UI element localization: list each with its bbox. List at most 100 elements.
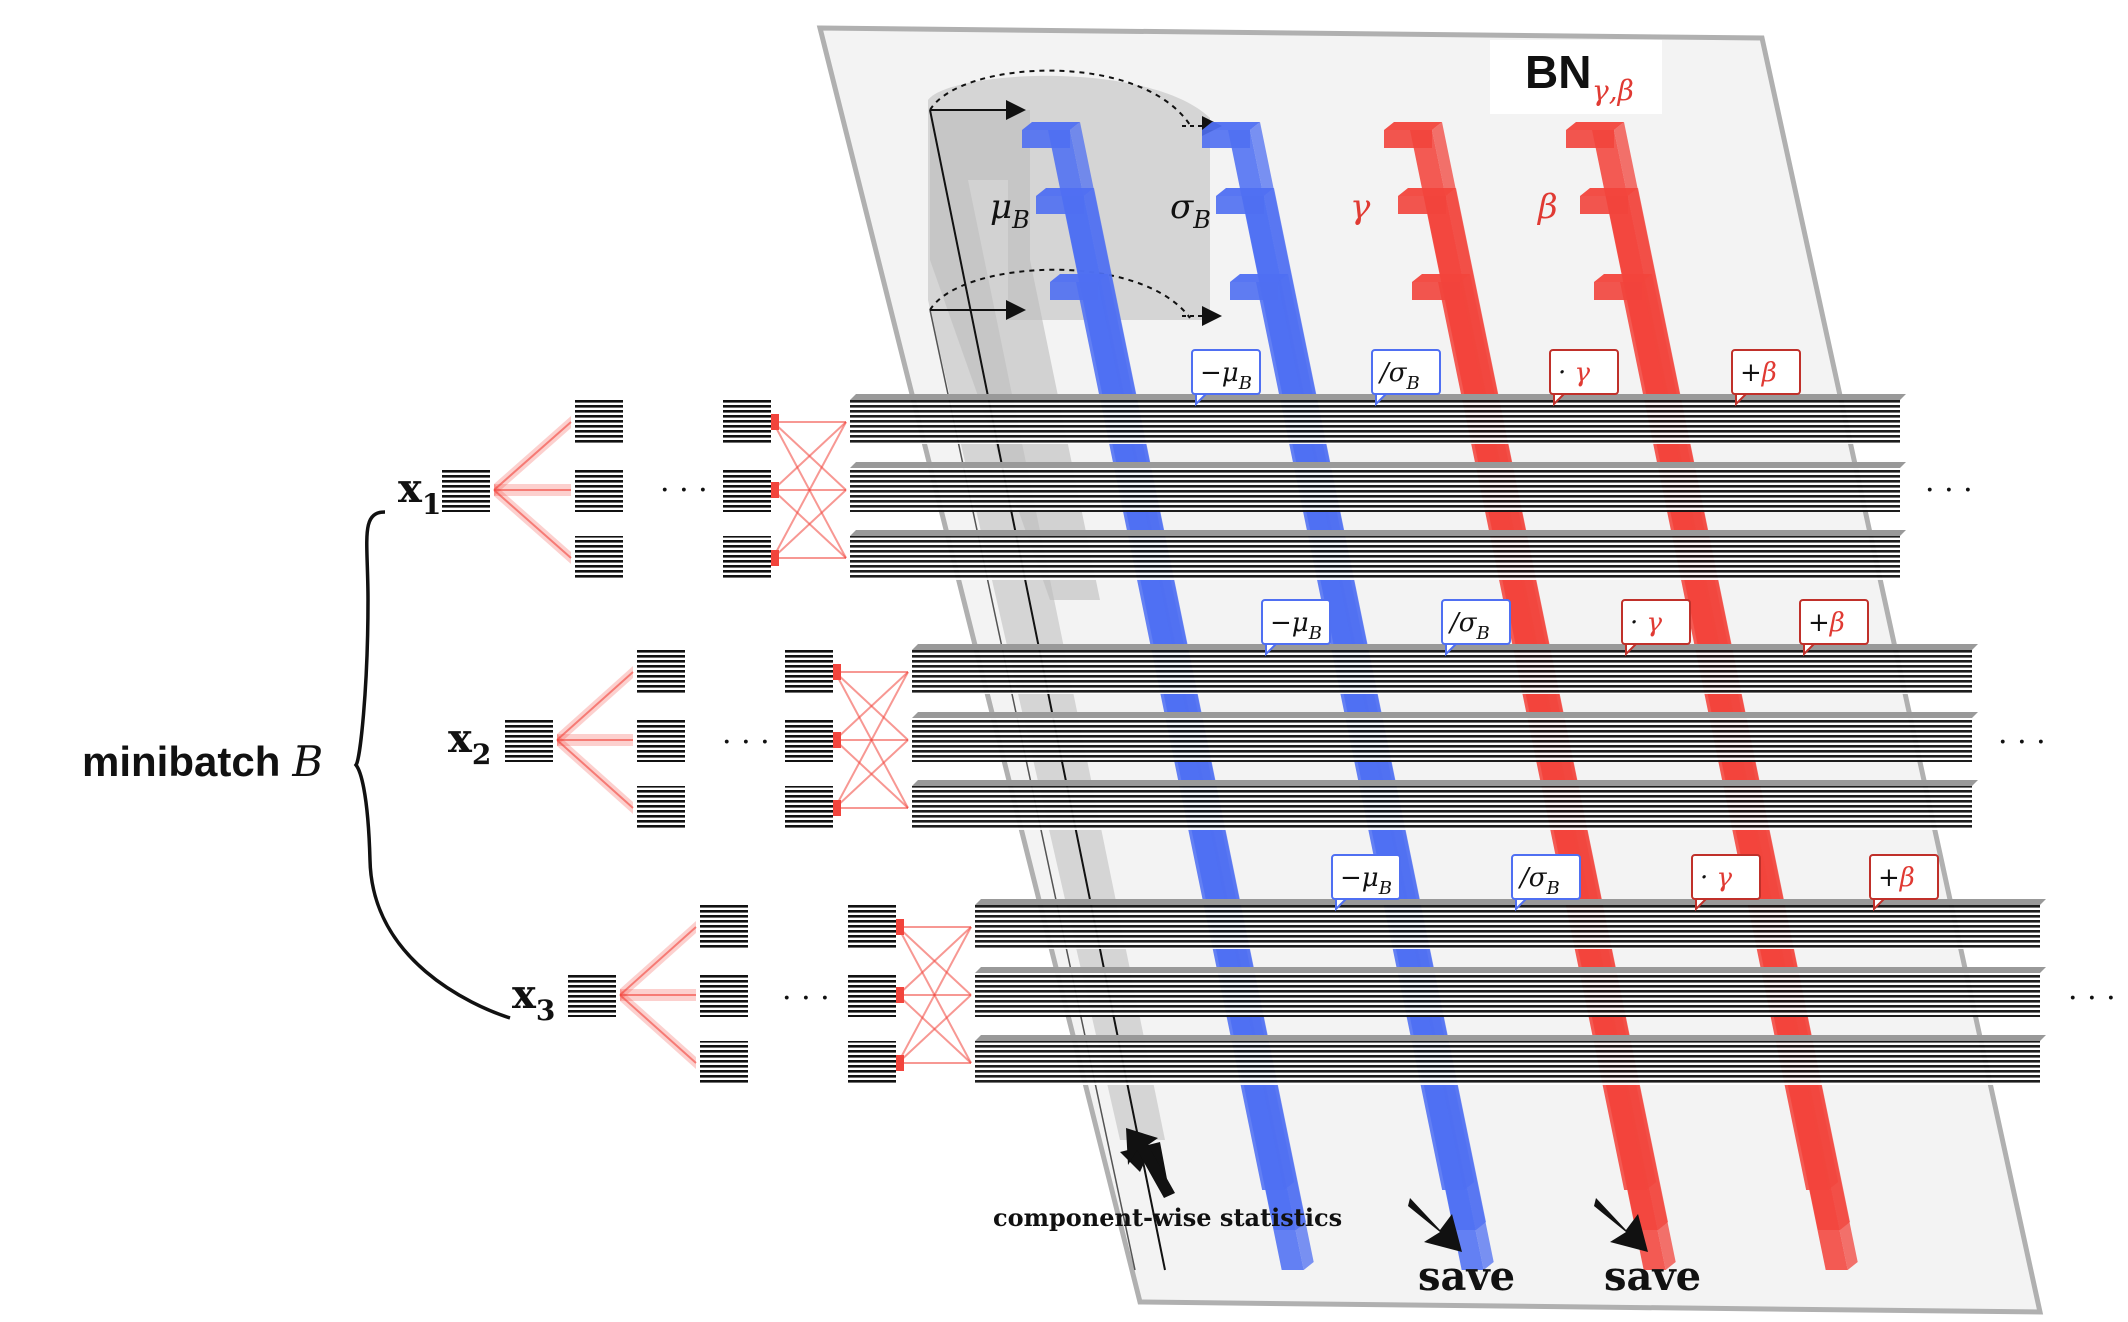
op-div-sigma-pointer-2 [1445, 643, 1459, 657]
x1-node-2 [771, 482, 779, 498]
op-times-gamma-box-3 [1691, 854, 1761, 900]
x3-fan-cone-2 [620, 989, 696, 1001]
op-plus-beta-box-3 [1869, 854, 1939, 900]
op-plus-beta-pointer-1 [1735, 393, 1749, 407]
op-plus-beta-pointer-2 [1803, 643, 1817, 657]
op-plus-beta-text-1: +β [1740, 358, 1777, 388]
x2-feature-bar-2-top [912, 712, 1978, 718]
op-minus-mu-box-1 [1191, 349, 1261, 395]
x3-fan-edge-3 [619, 994, 697, 1064]
x1-feature-bar-2 [850, 468, 1900, 512]
label-mu: μB [990, 187, 1030, 234]
ellipsis-row1-end: · · · [1925, 473, 1973, 508]
dotted-arc-bottom [929, 268, 1191, 319]
label-gamma: γ [1350, 187, 1371, 227]
op-minus-mu-pointer-1 [1195, 393, 1209, 407]
x2-fan-edge-1 [556, 671, 634, 741]
x1-node-1 [771, 414, 779, 430]
x2-node-1 [833, 664, 841, 680]
mu-bar-2-tab [1036, 196, 1084, 214]
x3-feature-bar-1-top [975, 899, 2046, 905]
x1-node-3 [771, 550, 779, 566]
op-times-gamma-pointer-1 [1553, 393, 1567, 407]
x3-feature-bar-3 [975, 1041, 2040, 1085]
x2-feature-bar-3-top [912, 780, 1978, 786]
x3-dense-edge-3-2 [897, 994, 972, 1064]
sigma-bar-2-tab [1216, 196, 1264, 214]
beta-bar-3-cap [1594, 274, 1652, 282]
x3-layer2-block-3 [848, 1041, 896, 1085]
op-labels: −μB/σB· γ+β−μB/σB· γ+β−μB/σB· γ+β [1191, 349, 1939, 912]
op-minus-mu-pointer-2 [1265, 643, 1279, 657]
x3-feature-bar-2-top [975, 967, 2046, 973]
x3-feature-bar-3-top [975, 1035, 2046, 1041]
x1-layer1-block-2 [575, 468, 623, 512]
x3-layer1-block-2 [700, 973, 748, 1017]
bn-title-subscript: γ,β [1592, 74, 1634, 107]
gamma-bar-1-cap [1384, 122, 1442, 130]
x1-feature-bar-3-top [850, 530, 1906, 536]
x1-layer2-block-2 [723, 468, 771, 512]
sigma-bar-3-cap [1230, 274, 1288, 282]
x2-fan-cone-1 [557, 666, 633, 746]
gamma-bar-3-cap [1412, 274, 1470, 282]
x1-fan-cone-1 [494, 416, 571, 496]
save-arrow-icon-2 [1594, 1198, 1648, 1252]
op-times-gamma-text-1: · γ [1558, 358, 1591, 388]
sigma-bar-1-tab [1202, 130, 1250, 148]
sigma-bar-3-tab [1230, 282, 1278, 300]
x1-input-block [442, 468, 490, 512]
x2-fan-cone-3 [557, 734, 633, 814]
x2-feature-bar-1 [912, 650, 1972, 694]
mu-bar-1-tab [1022, 130, 1070, 148]
x2-node-3 [833, 800, 841, 816]
sigma-bar-1-cap [1202, 122, 1260, 130]
x1-layer2-block-1 [723, 400, 771, 444]
sigma-bar-2-cap [1216, 188, 1274, 196]
x2-layer1-block-1 [637, 650, 685, 694]
op-div-sigma-box-1 [1371, 349, 1441, 395]
x1-feature-bar-3 [850, 536, 1900, 580]
label-sigma: σB [1170, 187, 1211, 234]
x2-fan-cone-2 [557, 734, 633, 746]
op-plus-beta-box-2 [1799, 599, 1869, 645]
stats-arrow-shape [1126, 1128, 1175, 1198]
x2-layer2-block-3 [785, 786, 833, 830]
op-times-gamma-pointer-2 [1625, 643, 1639, 657]
save-label-1: save [1418, 1253, 1515, 1300]
x3-node-2 [896, 987, 904, 1003]
x2-layer1-block-2 [637, 718, 685, 762]
x3-dense-edge-3-1 [897, 926, 972, 1064]
x2-dense-edge-3-1 [834, 671, 909, 809]
x2-feature-bar-2 [912, 718, 1972, 762]
op-div-sigma-pointer-1 [1375, 393, 1389, 407]
x3-layer1-block-3 [700, 1041, 748, 1085]
ellipsis-row1-mid: · · · [660, 473, 708, 508]
ellipsis-row3-mid: · · · [782, 981, 830, 1016]
op-minus-mu-box-3 [1331, 854, 1401, 900]
x2-layer2-block-1 [785, 650, 833, 694]
x2-layer1-block-3 [637, 786, 685, 830]
stats-label: component-wise statistics [993, 1203, 1342, 1232]
op-plus-beta-text-3: +β [1878, 863, 1915, 893]
op-plus-beta-box-1 [1731, 349, 1801, 395]
minibatch-brace [353, 510, 511, 1020]
mu-bar-3-cap [1050, 274, 1108, 282]
ellipsis-row2-end: · · · [1998, 725, 2046, 760]
op-times-gamma-text-3: · γ [1700, 863, 1733, 893]
x2-dense-edge-2-1 [834, 671, 909, 741]
ellipsis-row2-mid: · · · [722, 725, 770, 760]
x1-feature-bar-2-top [850, 462, 1906, 468]
x1-layer1-block-3 [575, 536, 623, 580]
x1-feature-bar-1 [850, 400, 1900, 444]
x1-dense-edge-3-2 [772, 489, 847, 559]
x3-dense-edge-2-1 [897, 926, 972, 996]
x3-feature-bar-2 [975, 973, 2040, 1017]
x3-node-1 [896, 919, 904, 935]
op-div-sigma-box-3 [1511, 854, 1581, 900]
x3-node-3 [896, 1055, 904, 1071]
gamma-bar-3-tab [1412, 282, 1460, 300]
x1-dense-edge-3-1 [772, 421, 847, 559]
ellipsis-row3-end: · · · [2068, 981, 2116, 1016]
